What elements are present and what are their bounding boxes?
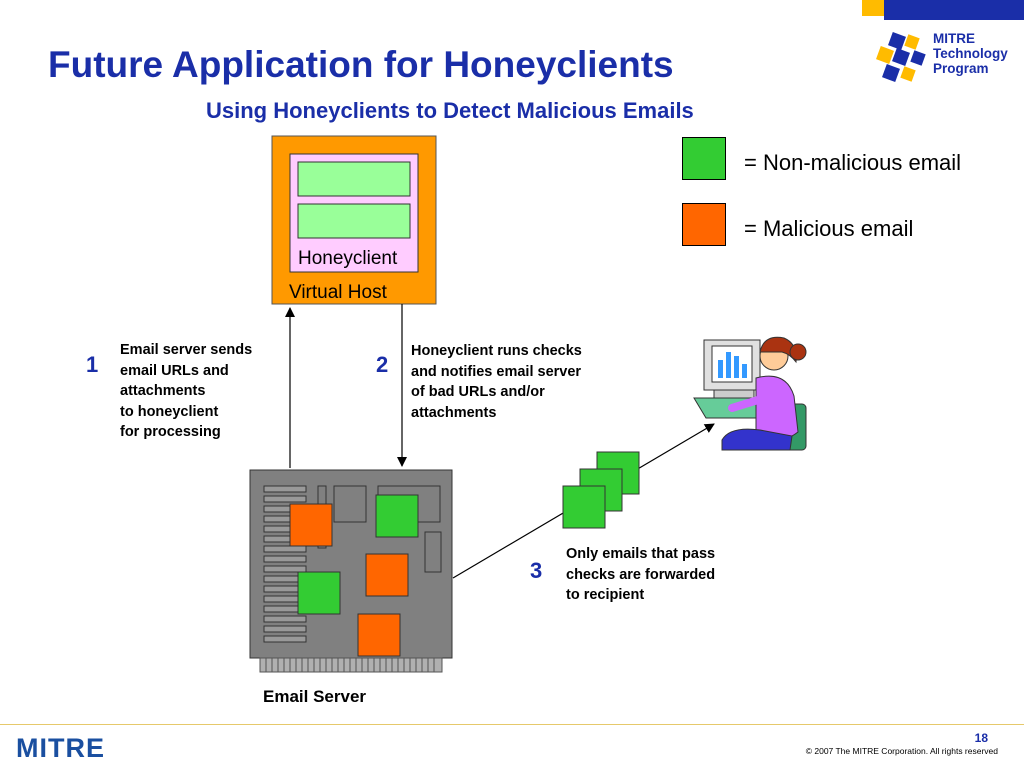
page-subtitle: Using Honeyclients to Detect Malicious E…	[206, 98, 694, 123]
step-text-3: Only emails that pass checks are forward…	[566, 546, 716, 603]
legend-label-malicious: = Malicious email	[744, 216, 914, 241]
program-logo-text: MITRE Technology Program	[933, 31, 1008, 76]
email-server-label: Email Server	[263, 687, 367, 706]
honeyclient-label: Honeyclient	[298, 248, 398, 269]
copyright-notice: © 2007 The MITRE Corporation. All rights…	[805, 746, 998, 756]
step-number-2: 2	[376, 352, 389, 377]
forwarded-email-stack	[562, 451, 640, 529]
mitre-technology-program-logo-icon	[876, 32, 926, 82]
step-text-2: Honeyclient runs checks and notifies ema…	[411, 343, 582, 421]
virtual-host-label: Virtual Host	[289, 282, 387, 303]
step-number-3: 3	[530, 558, 543, 583]
computer-user-icon	[693, 336, 807, 451]
footer-divider	[0, 724, 1024, 725]
honeyclient-slot	[297, 161, 411, 197]
legend-swatch-non-malicious	[682, 137, 726, 180]
legend-swatch-malicious	[682, 203, 726, 246]
email-server-icon	[249, 469, 453, 673]
top-bar-decoration	[862, 0, 1024, 20]
page-number: 18	[974, 731, 988, 745]
mitre-logo: MITRE	[16, 733, 105, 763]
step-text-1: Email server sends email URLs and attach…	[120, 342, 253, 440]
honeyclient-slot	[297, 203, 411, 239]
legend-label-non-malicious: = Non-malicious email	[744, 150, 962, 175]
step-number-1: 1	[86, 352, 99, 377]
page-title: Future Application for Honeyclients	[48, 44, 674, 85]
